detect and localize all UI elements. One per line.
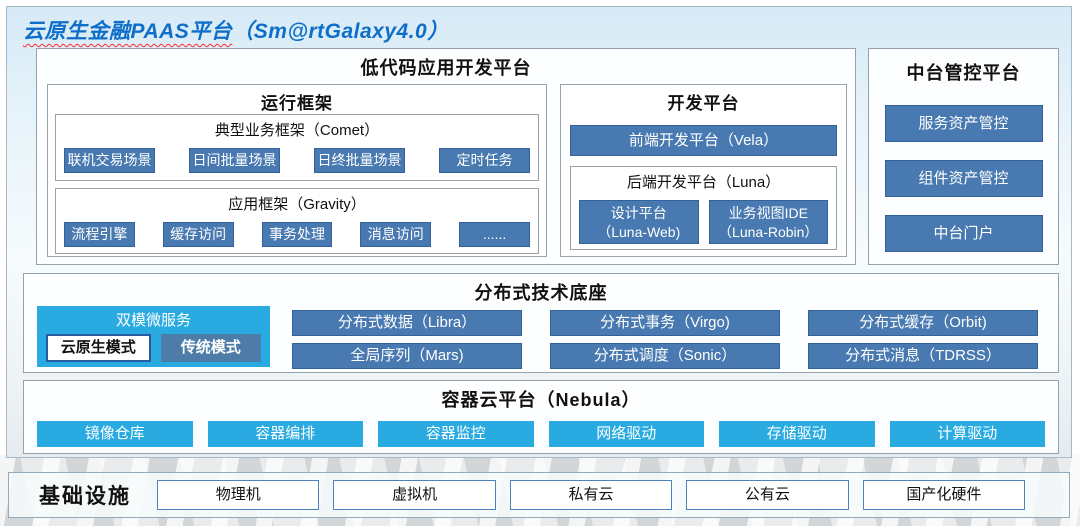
comet-framework-title: 典型业务框架（Comet） — [214, 122, 380, 139]
chip-network-driver: 网络驱动 — [548, 421, 704, 447]
runtime-framework-title: 运行框架 — [261, 94, 333, 113]
chip-luna-robin: 业务视图IDE （Luna-Robin） — [708, 200, 828, 244]
chip-container-monitoring: 容器监控 — [378, 421, 534, 447]
chip-message-access: 消息访问 — [360, 222, 432, 247]
dev-platform-title: 开发平台 — [667, 94, 740, 113]
luna-chip-row: 设计平台 （Luna-Web) 业务视图IDE （Luna-Robin） — [571, 192, 836, 244]
chip-distributed-scheduling-sonic: 分布式调度（Sonic） — [550, 343, 780, 369]
chip-daytime-batch: 日间批量场景 — [189, 148, 280, 173]
comet-chip-row: 联机交易场景 日间批量场景 日终批量场景 定时任务 — [56, 140, 538, 173]
chip-compute-driver: 计算驱动 — [889, 421, 1045, 447]
chip-cloud-native-mode: 云原生模式 — [46, 334, 151, 362]
lowcode-platform-box: 低代码应用开发平台 运行框架 典型业务框架（Comet） 联机交易场景 日间批量… — [36, 48, 856, 265]
container-cloud-box: 容器云平台（Nebula） 镜像仓库 容器编排 容器监控 网络驱动 存储驱动 计… — [23, 380, 1059, 454]
chip-container-orchestration: 容器编排 — [207, 421, 363, 447]
infra-domestic-hardware: 国产化硬件 — [862, 480, 1026, 510]
chip-distributed-data-libra: 分布式数据（Libra） — [292, 310, 522, 336]
infrastructure-title: 基础设施 — [39, 485, 131, 508]
gravity-framework-box: 应用框架（Gravity） 流程引擎 缓存访问 事务处理 消息访问 ...... — [55, 188, 539, 254]
distributed-base-box: 分布式技术底座 双模微服务 云原生模式 传统模式 分布式数据（Libra） 分布… — [23, 273, 1059, 373]
chip-vela-frontend: 前端开发平台（Vela） — [570, 125, 837, 156]
infrastructure-row: 物理机 虚拟机 私有云 公有云 国产化硬件 — [157, 480, 1026, 510]
main-panel: 云原生金融PAAS平台（Sm@rtGalaxy4.0） 低代码应用开发平台 运行… — [6, 6, 1072, 458]
page-title-suffix: （Sm@rtGalaxy4.0） — [232, 20, 449, 43]
chip-online-trading: 联机交易场景 — [64, 148, 155, 173]
chip-cache-access: 缓存访问 — [162, 222, 234, 247]
dev-platform-box: 开发平台 前端开发平台（Vela） 后端开发平台（Luna） 设计平台 （Lun… — [560, 84, 847, 257]
infra-public-cloud: 公有云 — [686, 480, 849, 510]
container-cloud-chip-row: 镜像仓库 容器编排 容器监控 网络驱动 存储驱动 计算驱动 — [24, 412, 1058, 447]
chip-ellipsis: ...... — [459, 222, 530, 247]
chip-component-asset-mgmt: 组件资产管控 — [884, 160, 1043, 197]
chip-luna-robin-line1: 业务视图IDE — [728, 205, 808, 221]
chip-global-sequence-mars: 全局序列（Mars) — [292, 343, 522, 369]
chip-distributed-transaction-virgo: 分布式事务（Virgo) — [550, 310, 780, 336]
chip-middle-portal: 中台门户 — [884, 215, 1043, 252]
chip-service-asset-mgmt: 服务资产管控 — [884, 105, 1043, 142]
luna-backend-title: 后端开发平台（Luna） — [626, 174, 781, 191]
distributed-base-title: 分布式技术底座 — [474, 283, 608, 303]
page-title: 云原生金融PAAS平台（Sm@rtGalaxy4.0） — [23, 15, 449, 45]
dual-mode-row: 云原生模式 传统模式 — [37, 330, 270, 362]
chip-luna-web-line1: 设计平台 — [610, 205, 667, 221]
chip-scheduled-task: 定时任务 — [439, 148, 530, 173]
infra-physical-machine: 物理机 — [157, 480, 320, 510]
chip-distributed-message-tdrss: 分布式消息（TDRSS） — [808, 343, 1038, 369]
container-cloud-title: 容器云平台（Nebula） — [441, 390, 641, 410]
page-title-main: 云原生金融PAAS平台 — [23, 20, 233, 43]
chip-luna-web-line2: （Luna-Web) — [597, 224, 681, 240]
gravity-chip-row: 流程引擎 缓存访问 事务处理 消息访问 ...... — [56, 214, 538, 247]
runtime-framework-box: 运行框架 典型业务框架（Comet） 联机交易场景 日间批量场景 日终批量场景 … — [47, 84, 547, 257]
chip-luna-robin-line2: （Luna-Robin） — [718, 224, 819, 240]
chip-traditional-mode: 传统模式 — [160, 334, 261, 362]
gravity-framework-title: 应用框架（Gravity） — [228, 196, 366, 213]
dual-mode-microservice-box: 双模微服务 云原生模式 传统模式 — [37, 306, 270, 367]
luna-backend-box: 后端开发平台（Luna） 设计平台 （Luna-Web) 业务视图IDE （Lu… — [570, 166, 837, 250]
lowcode-platform-title: 低代码应用开发平台 — [360, 58, 532, 78]
middle-mgmt-platform-box: 中台管控平台 服务资产管控 组件资产管控 中台门户 — [868, 48, 1059, 265]
middle-mgmt-platform-title: 中台管控平台 — [906, 63, 1021, 83]
chip-luna-web: 设计平台 （Luna-Web) — [579, 200, 699, 244]
infra-virtual-machine: 虚拟机 — [333, 480, 496, 510]
infrastructure-bar: 基础设施 物理机 虚拟机 私有云 公有云 国产化硬件 — [8, 472, 1070, 518]
chip-endofday-batch: 日终批量场景 — [314, 148, 405, 173]
chip-process-engine: 流程引擎 — [64, 222, 135, 247]
infra-private-cloud: 私有云 — [509, 480, 673, 510]
distributed-grid: 分布式数据（Libra） 分布式事务（Virgo) 分布式缓存（Orbit) 全… — [292, 310, 1038, 369]
chip-storage-driver: 存储驱动 — [719, 421, 875, 447]
chip-transaction-processing: 事务处理 — [261, 222, 333, 247]
dual-mode-title: 双模微服务 — [115, 312, 191, 329]
chip-image-registry: 镜像仓库 — [37, 421, 193, 447]
chip-distributed-cache-orbit: 分布式缓存（Orbit) — [808, 310, 1038, 336]
comet-framework-box: 典型业务框架（Comet） 联机交易场景 日间批量场景 日终批量场景 定时任务 — [55, 114, 539, 181]
